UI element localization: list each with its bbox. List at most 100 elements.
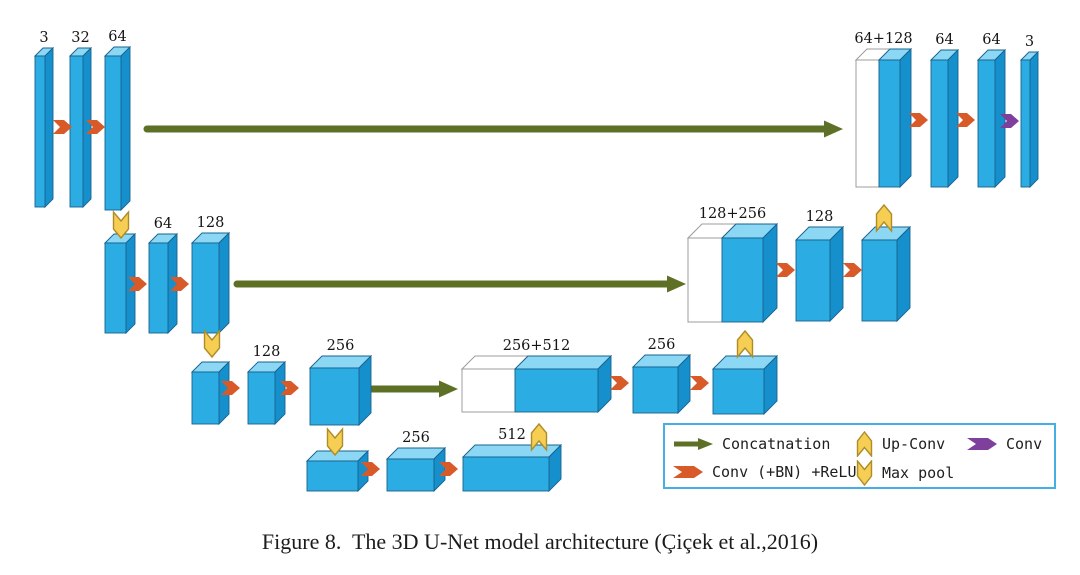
concat-feature-block: 256+512 [460, 338, 613, 414]
white-front-face [687, 237, 723, 323]
conv-bn-relu-arrow [690, 376, 709, 390]
feature-block: 3 [33, 30, 55, 209]
block-front-face [721, 237, 764, 323]
block-front-face [148, 242, 169, 334]
block-top-face [513, 355, 613, 370]
block-side-face [994, 48, 1006, 189]
block-side-face [167, 232, 178, 335]
conv-bn-relu-arrow [53, 120, 72, 134]
block-side-face [899, 47, 912, 189]
legend-item-concatenation: Concatnation [673, 435, 830, 453]
conv-bn-relu-arrow [610, 376, 629, 390]
block-side-face [82, 46, 92, 209]
up-conv-arrow-icon [856, 431, 873, 457]
block-side-face [896, 225, 911, 323]
block-channel-label: 3 [1025, 34, 1034, 50]
block-front-face [191, 371, 220, 425]
feature-block: 64 [147, 216, 179, 335]
block-channel-label: 256+512 [503, 338, 571, 354]
feature-block: 32 [68, 30, 93, 209]
feature-block: 128 [190, 215, 231, 335]
block-front-face [712, 368, 765, 415]
concatenation-arrow [364, 380, 458, 398]
arrow-head [439, 380, 458, 398]
unet-diagram: 3 32 64 64+128 64 64 3 64 128 128+256 128 128 256 256… [33, 29, 1040, 493]
block-front-face [930, 59, 949, 188]
block-front-face [104, 55, 122, 211]
block-channel-label: 64 [108, 29, 126, 45]
block-front-face [69, 55, 84, 208]
block-front-face [878, 59, 901, 188]
conv-bn-relu-arrow [956, 113, 975, 127]
block-front-face [795, 239, 831, 322]
legend-item-conv: Conv [967, 435, 1042, 453]
arrow-head [698, 438, 713, 450]
block-front-face [34, 55, 46, 208]
block-channel-label: 32 [71, 30, 89, 46]
up-conv-arrow [530, 422, 548, 452]
legend-item-max-pool: Max pool [856, 460, 954, 486]
conv-bn-relu-arrow [170, 277, 189, 291]
block-channel-label: 64 [154, 216, 172, 232]
legend-label-max-pool: Max pool [882, 464, 955, 482]
white-front-face [855, 59, 880, 188]
block-front-face [191, 242, 220, 334]
block-front-face [104, 242, 127, 334]
block-side-face [44, 46, 54, 209]
block-side-face [218, 231, 230, 335]
block-side-face [1029, 50, 1039, 189]
block-front-face [309, 367, 360, 426]
block-channel-label: 64 [935, 32, 953, 48]
block-channel-label: 3 [39, 30, 48, 46]
white-front-face [461, 368, 516, 413]
block-channel-label: 64 [982, 32, 1000, 48]
feature-block [103, 232, 137, 335]
concat-feature-block: 64+128 [854, 31, 913, 189]
block-side-face [120, 45, 131, 212]
feature-block [860, 225, 912, 323]
block-channel-label: 128+256 [699, 206, 767, 222]
block-front-face [306, 460, 359, 492]
feature-block: 3 [1019, 34, 1040, 189]
feature-block: 256 [308, 338, 373, 427]
block-front-face [632, 366, 679, 414]
block-side-face [947, 48, 959, 189]
figure-caption: Figure 8. The 3D U-Net model architectur… [261, 529, 819, 554]
legend-item-conv-bn-relu: Conv (+BN) +ReLU [673, 463, 857, 481]
max-pool-arrow [326, 427, 344, 457]
feature-block: 64 [976, 32, 1007, 189]
feature-block: 256 [631, 337, 692, 415]
block-channel-label: 128 [197, 215, 225, 231]
arrow-body [967, 438, 997, 450]
block-front-face [462, 456, 550, 492]
block-side-face [358, 354, 372, 427]
conv-bn-relu-arrow [776, 263, 795, 277]
legend-label-up-conv: Up-Conv [882, 435, 946, 453]
feature-block: 64 [929, 32, 960, 189]
block-side-face [125, 232, 136, 335]
block-channel-label: 128 [253, 344, 281, 360]
conv-bn-relu-arrow [909, 113, 928, 127]
legend-label-conv: Conv [1006, 435, 1043, 453]
arrow-head [667, 275, 686, 293]
conv-bn-relu-arrow [128, 277, 147, 291]
conv-bn-relu-arrow [439, 462, 458, 476]
max-pool-arrow [112, 210, 130, 240]
feature-block: 512 [461, 427, 563, 493]
conv-bn-relu-arrow [843, 263, 862, 277]
block-channel-label: 256 [327, 338, 355, 354]
concatenation-arrow-icon [674, 438, 713, 450]
conv-bn-relu-arrow [361, 462, 380, 476]
feature-block [711, 354, 779, 416]
feature-block: 256 [385, 430, 447, 493]
conv-arrow [1000, 114, 1019, 128]
block-channel-label: 256 [648, 337, 676, 353]
block-channel-label: 64+128 [854, 31, 912, 47]
block-front-face [247, 371, 276, 425]
conv-arrow-icon [967, 438, 997, 450]
arrow-body [856, 431, 873, 457]
block-channel-label: 128 [806, 209, 834, 225]
up-conv-arrow [875, 203, 893, 233]
conv-bn-relu-arrow [86, 120, 105, 134]
block-front-face [861, 239, 898, 322]
